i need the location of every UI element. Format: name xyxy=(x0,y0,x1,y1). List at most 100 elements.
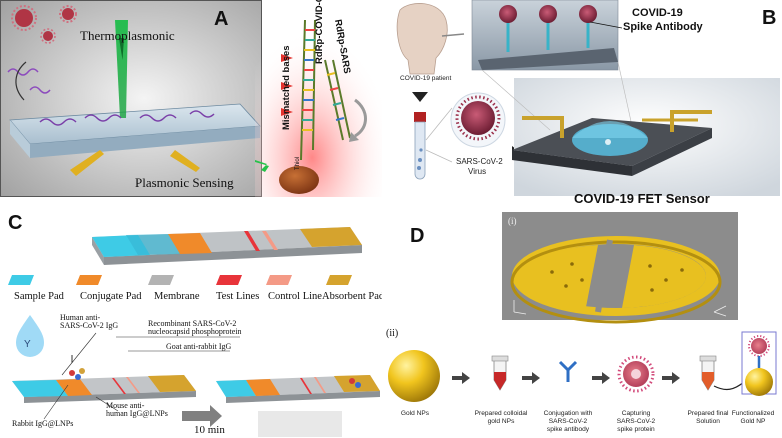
panel-c-letter: C xyxy=(8,212,23,234)
test-tube-icon xyxy=(414,112,426,180)
step-3-line2: SARS-CoV-2 xyxy=(548,418,588,425)
virus-icon xyxy=(539,5,557,50)
rabbit-igg-label: Rabbit IgG@LNPs xyxy=(12,419,74,428)
fet-chip xyxy=(512,110,712,176)
step-6-line2: Gold NP xyxy=(740,418,766,425)
virus-icon xyxy=(579,5,597,48)
recombinant-line2: nucleocapsid phosphoprotein xyxy=(148,327,242,336)
virus-icon xyxy=(59,5,77,23)
panel-c-illustration: Y xyxy=(8,227,380,437)
time-label: 10 min xyxy=(194,424,225,436)
step-1-line1: Gold NPs xyxy=(400,410,430,417)
panel-a-letter: A xyxy=(214,8,229,30)
step-4-line2: SARS-CoV-2 xyxy=(616,418,656,425)
sample-drop-icon xyxy=(16,315,44,357)
test-lines-swatch xyxy=(216,275,242,285)
human-igg-line1: Human anti- xyxy=(60,313,101,322)
conjugate-pad-swatch xyxy=(76,275,102,285)
sub-panel-i-label: (i) xyxy=(508,216,517,226)
mouse-igg-line1: Mouse anti- xyxy=(106,401,145,410)
time-arrow-icon xyxy=(182,405,222,427)
antibody-y-icon xyxy=(558,360,578,382)
sub-panel-ii-label: (ii) xyxy=(386,328,398,339)
legend-absorbent-pad: Absorbent Pad xyxy=(322,291,382,302)
step-6-line1: Functionalized xyxy=(731,410,775,417)
step-2-line1: Prepared colloidal xyxy=(474,410,528,417)
virus-name-label: SARS-CoV-2 xyxy=(456,157,503,166)
plasmonic-sensing-label: Plasmonic Sensing xyxy=(135,175,234,190)
step-5-line1: Prepared final xyxy=(687,410,729,417)
mouse-igg-label: Mouse anti- human IgG@LNPs xyxy=(106,402,168,418)
legend-control-line: Control Line xyxy=(268,291,322,302)
dna-hybridization-illustration: Mismatched bases RdRp-COVID-C RdRp-SARS … xyxy=(255,0,382,197)
step-arrow-icon xyxy=(452,372,470,384)
legend-swatches xyxy=(8,275,352,285)
spike-antibody-title: COVID-19 xyxy=(632,7,683,19)
step-5-line2: Solution xyxy=(696,418,720,425)
gold-nanostructure xyxy=(510,236,722,324)
functionalized-gold-sphere xyxy=(745,368,773,396)
fet-sensor-title: COVID-19 FET Sensor xyxy=(574,191,710,206)
patient-label: COVID-19 patient xyxy=(400,75,451,82)
panel-a-thermoplasmonic: Thermoplasmonic Plasmonic Sensing A xyxy=(0,0,262,197)
rdrp-covid-label: RdRp-COVID-C xyxy=(314,0,325,64)
test-strip-after xyxy=(216,375,380,403)
mouse-igg-line2: human IgG@LNPs xyxy=(106,409,168,418)
panel-d-gold-np: (i) (ii) xyxy=(382,210,782,438)
recombinant-label: Recombinant SARS-CoV-2 nucleocapsid phos… xyxy=(148,320,242,336)
thiol-label: Thiol xyxy=(295,157,301,170)
thermoplasmonic-label: Thermoplasmonic xyxy=(80,28,175,43)
panel-c-lateral-flow: Y xyxy=(0,205,382,438)
gold-nanoparticle xyxy=(279,166,319,194)
step-arrow-icon xyxy=(522,372,540,384)
legend-test-lines: Test Lines xyxy=(216,291,260,302)
step-arrow-icon xyxy=(662,372,680,384)
virus-icon xyxy=(499,5,517,52)
step-3-line1: Conjugation with xyxy=(543,410,593,417)
panel-d-illustration: (i) (ii) xyxy=(386,212,777,402)
panel-a-dna-inset: Mismatched bases RdRp-COVID-C RdRp-SARS … xyxy=(255,0,382,197)
virus-icon xyxy=(617,355,655,393)
virus-icon xyxy=(11,5,37,31)
step-arrow-icon xyxy=(592,372,610,384)
test-strip-before xyxy=(12,355,196,403)
virus-word-label: Virus xyxy=(468,167,486,176)
step-4-line1: Capturing xyxy=(621,410,651,417)
virus-icon xyxy=(455,95,501,141)
legend-sample-pad: Sample Pad xyxy=(14,291,64,302)
gold-np-sphere xyxy=(388,350,440,402)
control-line-swatch xyxy=(266,275,292,285)
legend-membrane: Membrane xyxy=(154,291,200,302)
tube-icon xyxy=(699,355,717,391)
absorbent-pad-swatch xyxy=(326,275,352,285)
virus-icon xyxy=(40,28,56,44)
panel-a-illustration: Thermoplasmonic Plasmonic Sensing xyxy=(0,0,262,197)
result-placeholder xyxy=(258,411,342,437)
membrane-swatch xyxy=(148,275,174,285)
down-arrow-icon xyxy=(412,92,428,102)
human-igg-line2: SARS-CoV-2 IgG xyxy=(60,321,119,330)
goat-igg-label: Goat anti-rabbit IgG xyxy=(166,342,232,351)
panel-b-illustration: COVID-19 patient SARS-CoV-2 Virus xyxy=(396,0,780,206)
step-2-line2: gold NPs xyxy=(487,418,515,425)
dna-strands xyxy=(300,19,351,161)
step-3-line3: spike antibody xyxy=(546,426,590,433)
patient-head-illustration xyxy=(396,3,465,75)
panel-d-letter: D xyxy=(410,225,425,247)
tube-icon xyxy=(491,355,509,391)
human-igg-label: Human anti- SARS-CoV-2 IgG xyxy=(60,314,118,330)
virus-icon xyxy=(748,335,770,357)
spike-antibody-subtitle: Spike Antibody xyxy=(623,21,704,33)
antibody-y-icon: Y xyxy=(24,339,31,350)
panel-b-letter: B xyxy=(762,7,776,29)
axes-icon xyxy=(513,300,727,317)
mismatched-bases-label: Mismatched bases xyxy=(281,46,292,130)
panel-b-fet-sensor: COVID-19 patient SARS-CoV-2 Virus xyxy=(382,0,782,210)
step-1-label: Gold NPs xyxy=(382,410,448,418)
legend-conjugate-pad: Conjugate Pad xyxy=(80,291,142,302)
